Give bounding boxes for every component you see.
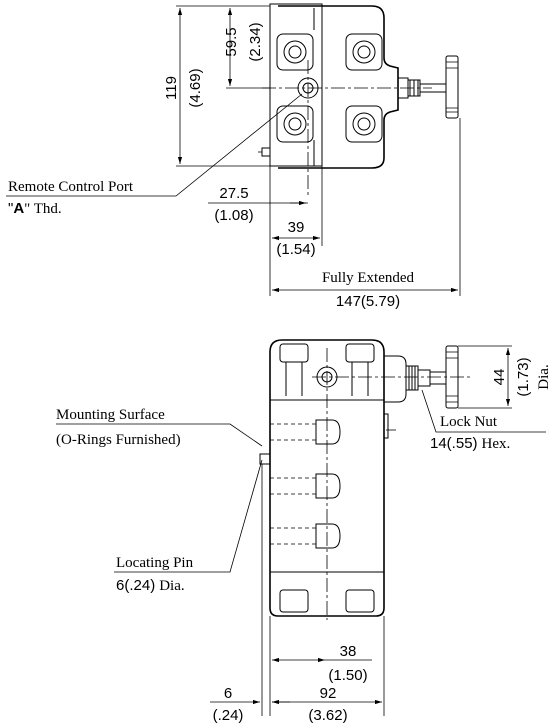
bolt-hole-top-right xyxy=(345,33,383,71)
valve-body-outline xyxy=(278,5,399,169)
lock-nut-spec: 14(.55)Hex. xyxy=(430,435,510,452)
dim-plate-width-mm: 39 xyxy=(288,219,305,236)
remote-port-thread: "A" Thd. xyxy=(8,200,62,217)
dim-knob-suffix: Dia. xyxy=(536,364,552,389)
dim-center-offset-mm: 38 xyxy=(340,643,357,660)
dim-plate-width-in: (1.54) xyxy=(276,241,315,258)
hidden-ports xyxy=(270,419,341,549)
locating-pin-top xyxy=(258,147,271,157)
fully-extended-dim: 147(5.79) xyxy=(336,293,400,310)
dim-body-depth-in: (3.62) xyxy=(308,707,347,724)
lock-nut-label: Lock Nut xyxy=(440,414,498,430)
dim-center-offset-in: (1.50) xyxy=(328,667,367,684)
fully-extended-label: Fully Extended xyxy=(322,270,415,286)
dim-knob-mm: 44 xyxy=(491,369,508,386)
side-neck xyxy=(384,355,407,403)
locating-pin xyxy=(259,453,271,465)
dim-port-offset-in: (1.08) xyxy=(214,207,253,224)
bolt-hole-bottom-left xyxy=(276,105,314,143)
mounting-plate xyxy=(269,3,323,167)
remote-port-label: Remote Control Port xyxy=(8,179,134,195)
adjusting-knob xyxy=(397,55,459,119)
dim-knob-in: (1.73) xyxy=(515,357,532,396)
mounting-surface-label: Mounting Surface xyxy=(56,407,165,423)
bolt-hole-bottom-right xyxy=(345,105,383,143)
bolt-hole-top-left xyxy=(276,33,314,71)
dim-height-in: (4.69) xyxy=(187,68,204,107)
side-body-outline xyxy=(269,339,385,617)
lock-nut-leader xyxy=(421,389,546,433)
side-view: 44 (1.73) Dia. Mounting Surface (O-Rings… xyxy=(56,339,552,724)
dim-body-depth-mm: 92 xyxy=(320,685,337,702)
top-bosses xyxy=(279,343,375,396)
locating-pin-leader xyxy=(114,459,263,573)
remote-port-leader xyxy=(6,93,303,197)
dim-port-offset-mm: 27.5 xyxy=(219,185,248,202)
mounting-surface-note: (O-Rings Furnished) xyxy=(56,432,181,448)
bottom-bosses xyxy=(279,589,375,613)
dim-pin-mm: 6 xyxy=(224,685,232,702)
side-fitting xyxy=(383,413,396,439)
top-view: 119 (4.69) 59.5 (2.34) Remote Control Po… xyxy=(6,3,461,310)
dim-pin-in: (.24) xyxy=(213,707,244,724)
locating-pin-spec: 6(.24)Dia. xyxy=(116,577,185,594)
dim-center-in: (2.34) xyxy=(247,22,264,61)
mounting-surface-leader xyxy=(56,423,263,447)
dim-center-mm: 59.5 xyxy=(223,27,240,56)
dim-height-mm: 119 xyxy=(163,76,180,100)
locating-pin-label: Locating Pin xyxy=(116,555,194,571)
